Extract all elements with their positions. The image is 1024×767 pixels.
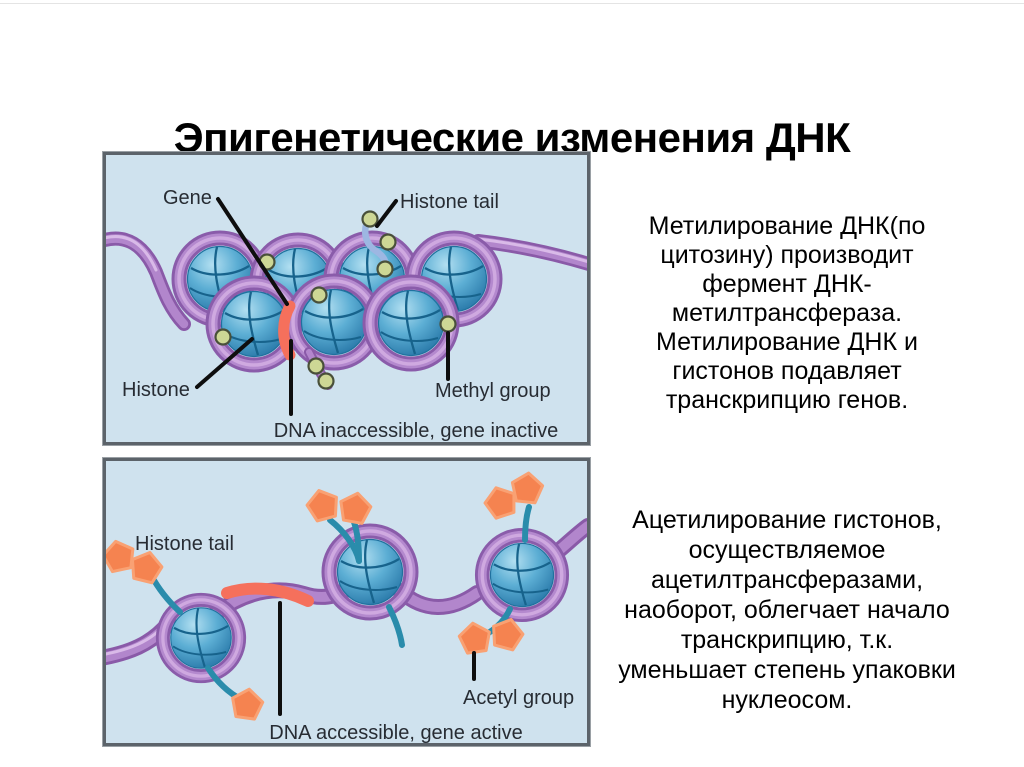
acetyl-group-marker [228, 685, 266, 722]
methyl-group-marker [379, 233, 397, 251]
methyl-group-marker [376, 260, 394, 278]
histone-tail-label: Histone tail [400, 191, 499, 213]
acetyl-group-marker [336, 489, 375, 526]
histone-leader-line [195, 337, 254, 389]
histone-tail [522, 504, 532, 543]
histone-tail [386, 604, 405, 648]
methylation-diagram: Gene Histone tail Histone Methyl group D… [106, 187, 587, 442]
active-gene-segment [221, 582, 314, 607]
acetylation-panel: Histone tail Acetyl group DNA accessible… [103, 458, 590, 746]
dna-strand [106, 231, 587, 331]
nucleosome [329, 531, 411, 613]
acetyl-group-label: Acetyl group [463, 687, 574, 709]
nucleosome [482, 535, 562, 615]
gene-label: Gene [163, 187, 212, 209]
methyl-group-label: Methyl group [435, 380, 551, 402]
methyl-group-marker [317, 372, 335, 390]
gene-leader-line [216, 197, 289, 306]
histone-tail-leader-line [375, 199, 398, 228]
methyl-group-marker [310, 286, 328, 304]
acetyl-group-marker [456, 619, 494, 656]
methyl-group-marker [214, 328, 232, 346]
acetyl-group-marker [509, 469, 546, 505]
acetyl-group-marker [302, 485, 343, 524]
methyl-group-marker [307, 357, 325, 375]
methyl-group-marker [361, 210, 379, 228]
slide-top-border [0, 3, 1024, 4]
methyl-group-marker [439, 315, 457, 333]
acetylation-caption: DNA accessible, gene active [269, 722, 522, 743]
histone-tail [351, 519, 362, 564]
inactive-gene-segment [278, 300, 296, 361]
methylation-panel: Gene Histone tail Histone Methyl group D… [103, 152, 590, 445]
nucleosome [163, 600, 239, 676]
histone-tail [148, 572, 183, 615]
histone-label: Histone [122, 379, 190, 401]
methylation-caption: DNA inaccessible, gene inactive [274, 420, 559, 442]
acetylation-diagram: Histone tail Acetyl group DNA accessible… [106, 469, 587, 743]
histone-tail-label: Histone tail [135, 533, 234, 555]
